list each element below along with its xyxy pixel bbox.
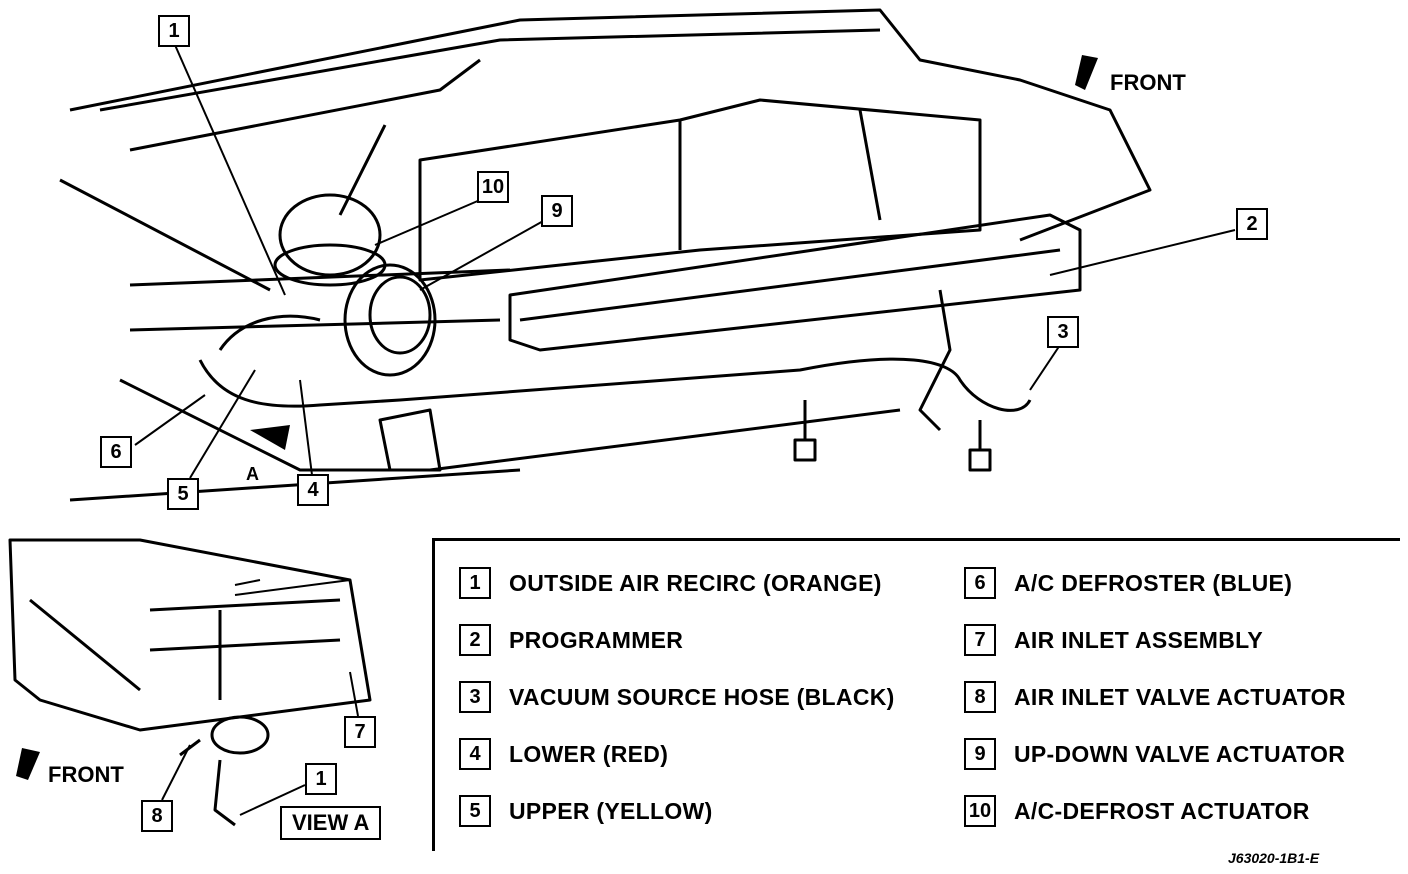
legend-number: 7 [964, 624, 996, 656]
legend-text: A/C DEFROSTER (BLUE) [1014, 569, 1293, 596]
front-label-bottom: FRONT [48, 762, 124, 787]
legend-box: 1 OUTSIDE AIR RECIRC (ORANGE) 2 PROGRAMM… [432, 538, 1400, 851]
callout-4: 4 [297, 474, 329, 506]
actuator-10-dome [278, 193, 382, 277]
callout-3: 3 [1047, 316, 1079, 348]
legend-number: 10 [964, 795, 996, 827]
actuator-9-disc [343, 263, 437, 377]
programmer-tube [508, 213, 1082, 352]
legend-item-2: 2 PROGRAMMER [459, 624, 683, 656]
legend-number: 4 [459, 738, 491, 770]
callout-6: 6 [100, 436, 132, 468]
callout-10: 10 [477, 171, 509, 203]
legend-number: 9 [964, 738, 996, 770]
dashboard-outline [69, 8, 1152, 242]
legend-item-7: 7 AIR INLET ASSEMBLY [964, 624, 1263, 656]
legend-item-1: 1 OUTSIDE AIR RECIRC (ORANGE) [459, 567, 882, 599]
legend-text: AIR INLET ASSEMBLY [1014, 626, 1264, 653]
legend-text: LOWER (RED) [509, 740, 669, 767]
front-label-top: FRONT [1110, 70, 1186, 95]
duct-housing [418, 98, 982, 282]
callout-1: 1 [158, 15, 190, 47]
view-a-housing [8, 538, 372, 732]
legend-item-4: 4 LOWER (RED) [459, 738, 668, 770]
callout-2: 2 [1236, 208, 1268, 240]
legend-number: 1 [459, 567, 491, 599]
legend-item-5: 5 UPPER (YELLOW) [459, 795, 713, 827]
legend-text: VACUUM SOURCE HOSE (BLACK) [509, 683, 895, 710]
legend-item-8: 8 AIR INLET VALVE ACTUATOR [964, 681, 1346, 713]
legend-text: PROGRAMMER [509, 626, 684, 653]
callout-9: 9 [541, 195, 573, 227]
callout-8: 8 [141, 800, 173, 832]
legend-number: 6 [964, 567, 996, 599]
legend-item-3: 3 VACUUM SOURCE HOSE (BLACK) [459, 681, 895, 713]
front-arrow-bottom-shape [16, 748, 40, 780]
front-arrow-top-shape [1075, 55, 1098, 90]
legend-text: AIR INLET VALVE ACTUATOR [1014, 683, 1346, 710]
callout-7: 7 [344, 716, 376, 748]
legend-number: 3 [459, 681, 491, 713]
view-letter-label: A [246, 464, 259, 484]
legend-text: OUTSIDE AIR RECIRC (ORANGE) [509, 569, 882, 596]
view-a-arrow-shape [250, 425, 290, 450]
legend-item-10: 10 A/C-DEFROST ACTUATOR [964, 795, 1310, 827]
legend-item-9: 9 UP-DOWN VALVE ACTUATOR [964, 738, 1345, 770]
drawing-code: J63020-1B1-E [1228, 850, 1320, 866]
vacuum-hoses [198, 357, 1032, 412]
legend-number: 2 [459, 624, 491, 656]
view-a-label: VIEW A [280, 806, 382, 840]
legend-text: UP-DOWN VALVE ACTUATOR [1014, 740, 1346, 767]
legend-number: 8 [964, 681, 996, 713]
screw-2 [968, 420, 992, 472]
callout-5: 5 [167, 478, 199, 510]
callout-1-view-a: 1 [305, 763, 337, 795]
screw-1 [793, 400, 817, 462]
legend-text: UPPER (YELLOW) [509, 797, 713, 824]
legend-item-6: 6 A/C DEFROSTER (BLUE) [964, 567, 1292, 599]
legend-number: 5 [459, 795, 491, 827]
legend-text: A/C-DEFROST ACTUATOR [1014, 797, 1310, 824]
